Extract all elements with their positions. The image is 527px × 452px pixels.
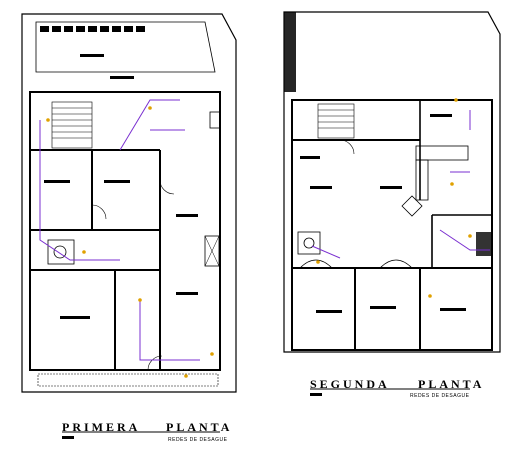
wc-fixture <box>47 239 75 265</box>
title-underlines <box>62 393 322 439</box>
solar-panels <box>40 26 145 32</box>
room-labels <box>44 54 198 319</box>
primera-fixtures <box>46 106 214 378</box>
primera-drain-lines <box>39 99 200 361</box>
main-building <box>291 99 493 351</box>
primera-subtitle: REDES DE DESAGUE <box>168 437 228 443</box>
segunda-title-left: SEGUNDA <box>310 377 390 391</box>
segunda-subtitle: REDES DE DESAGUE <box>410 393 470 399</box>
segunda-drain-lines <box>311 110 490 259</box>
segunda-title-right: PLANTA <box>418 377 485 391</box>
room-labels <box>300 114 466 313</box>
segunda-fixtures <box>316 98 472 298</box>
primera-title-right: PLANTA <box>166 420 233 434</box>
site-boundary <box>283 11 501 353</box>
stairs-1 <box>51 101 93 149</box>
top-patio <box>35 21 216 73</box>
primera-title-left: PRIMERA <box>62 420 141 434</box>
stairs-2 <box>317 103 355 139</box>
primera-planta-plan <box>21 13 237 393</box>
site-boundary <box>21 13 237 393</box>
segunda-planta-plan <box>283 11 501 353</box>
